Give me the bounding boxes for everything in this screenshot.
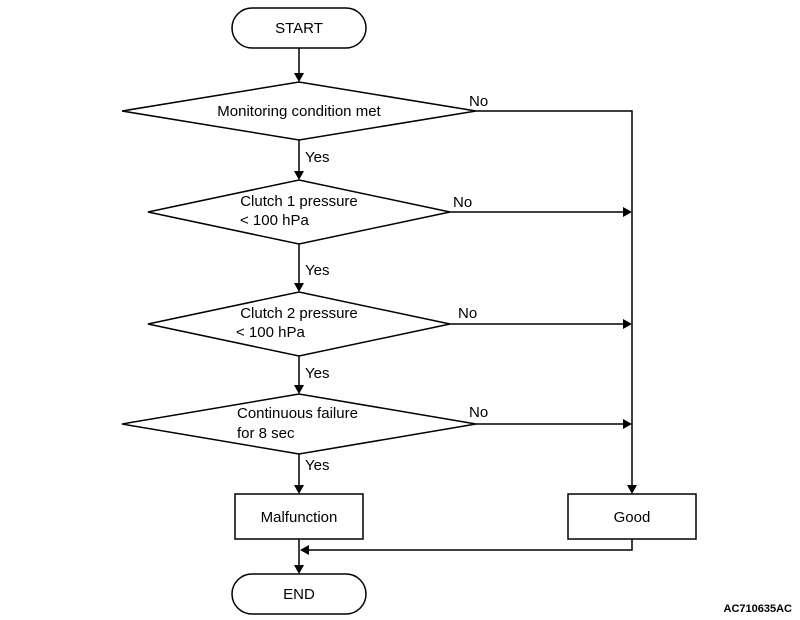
malfunction-label: Malfunction [261, 509, 338, 526]
decision-3-label-line-2: < 100 hPa [236, 324, 305, 341]
decision-4-label-line-2: for 8 sec [237, 425, 295, 442]
decision-3-yes-label: Yes [305, 365, 329, 382]
decision-4-no-label: No [469, 404, 488, 421]
decision-monitoring-condition: Monitoring condition met [121, 81, 477, 141]
arrow-decision-2-to-decision-3 [294, 244, 304, 292]
good-label: Good [614, 509, 651, 526]
arrow-malfunction-to-end [294, 539, 304, 574]
decision-2-label-line-1: Clutch 1 pressure [240, 193, 358, 210]
decision-4-label-line-1: Continuous failure [237, 405, 358, 422]
decision-3-label-line-1: Clutch 2 pressure [240, 305, 358, 322]
arrow-start-to-decision-1 [294, 48, 304, 82]
decision-1-yes-label: Yes [305, 149, 329, 166]
decision-clutch-2-pressure: Clutch 2 pressure < 100 hPa [147, 291, 451, 357]
good-box: Good [567, 493, 697, 540]
end-terminal: END [231, 573, 367, 615]
arrow-decision-3-to-decision-4 [294, 356, 304, 394]
start-terminal: START [231, 7, 367, 49]
figure-reference-code: AC710635AC [724, 603, 793, 615]
decision-4-yes-label: Yes [305, 457, 329, 474]
decision-2-yes-label: Yes [305, 262, 329, 279]
malfunction-box: Malfunction [234, 493, 364, 540]
decision-2-no-label: No [453, 194, 472, 211]
decision-3-no-label: No [458, 305, 477, 322]
end-label: END [283, 586, 315, 603]
decision-1-no-label: No [469, 93, 488, 110]
start-label: START [275, 20, 323, 37]
decision-continuous-failure: Continuous failure for 8 sec [121, 393, 477, 455]
arrow-decision-4-to-malfunction [294, 454, 304, 494]
decision-2-label-line-2: < 100 hPa [240, 212, 309, 229]
no-branch-connectors [450, 110, 637, 494]
decision-clutch-1-pressure: Clutch 1 pressure < 100 hPa [147, 179, 451, 245]
arrow-good-to-end [300, 539, 633, 555]
arrow-decision-1-to-decision-2 [294, 140, 304, 180]
decision-1-label: Monitoring condition met [217, 103, 381, 120]
